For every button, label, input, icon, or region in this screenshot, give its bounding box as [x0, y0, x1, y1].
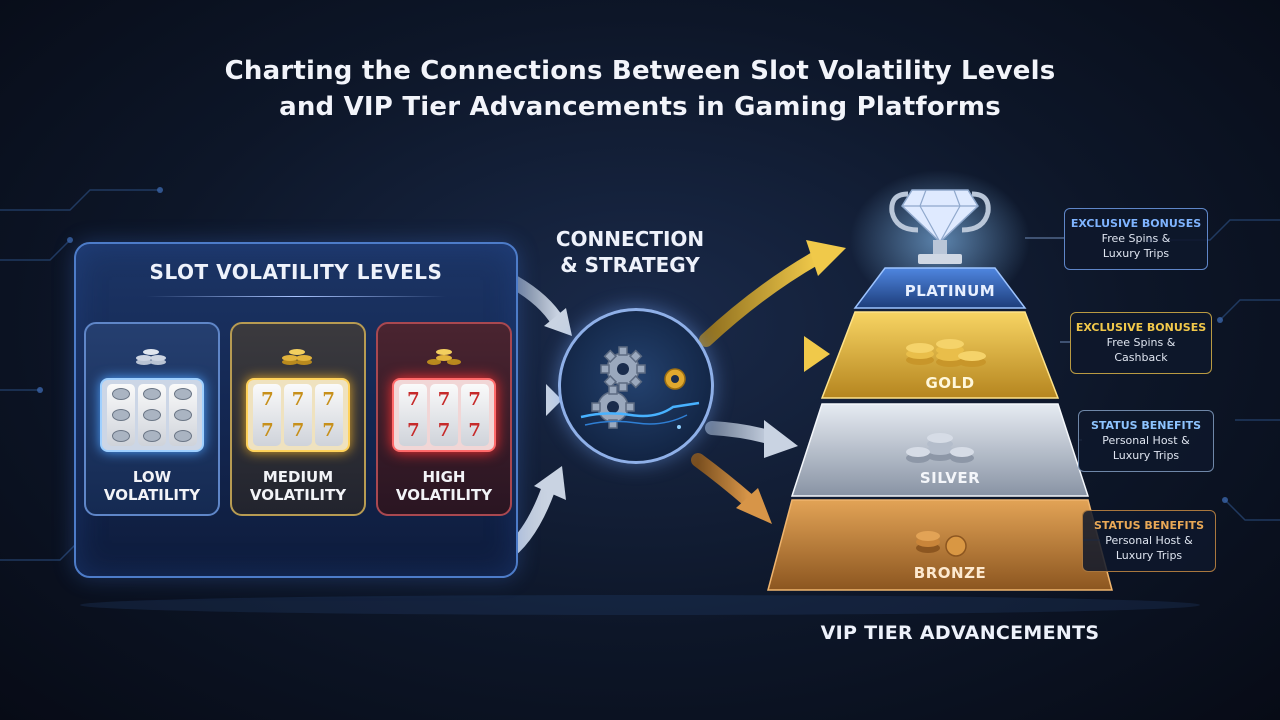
arrow-head-bronze: [736, 488, 772, 524]
vip-pyramid: [767, 170, 1113, 591]
arrow-head-silver: [764, 420, 798, 458]
benefit-line-2: Cashback: [1114, 351, 1168, 364]
volatility-label-line-2: VOLATILITY: [395, 486, 493, 504]
coin-stack-icon: [136, 349, 166, 365]
slot-volatility-title: SLOT VOLATILITY LEVELS: [149, 260, 443, 284]
coin-icon: [173, 429, 192, 442]
gold-coins-icon: [906, 339, 986, 367]
tier-label-platinum: PLATINUM: [904, 282, 996, 300]
benefit-heading: STATUS BENEFITS: [1090, 419, 1202, 432]
coin-icon: [142, 408, 161, 421]
reel: [137, 384, 166, 446]
seven-symbol: 7: [261, 388, 274, 410]
volatility-label-line-2: VOLATILITY: [103, 486, 201, 504]
benefit-heading: EXCLUSIVE BONUSES: [1075, 321, 1207, 334]
arrow-head-platinum: [806, 240, 846, 276]
vip-tier-title: VIP TIER ADVANCEMENTS: [820, 622, 1100, 644]
volatility-label-high: HIGH VOLATILITY: [378, 468, 510, 504]
benefit-line-1: Free Spins &: [1106, 336, 1176, 349]
seven-symbol: 7: [322, 388, 335, 410]
arrow-hub-to-platinum: [699, 251, 823, 347]
seven-symbol: 7: [291, 388, 305, 410]
connection-label-line-1: CONNECTION: [555, 227, 705, 251]
benefit-heading: STATUS BENEFITS: [1093, 519, 1205, 532]
seven-symbol: 7: [437, 419, 451, 441]
seven-symbol: 7: [322, 419, 335, 441]
coin-icon: [112, 388, 131, 401]
volatility-label-line-2: VOLATILITY: [249, 486, 347, 504]
coin-icon: [112, 408, 131, 421]
coin-icon: [173, 388, 192, 401]
arrow-head-bottom: [534, 466, 566, 500]
connection-strategy-label: CONNECTION & STRATEGY: [540, 226, 720, 278]
strategy-hub: [558, 308, 714, 464]
seven-symbol: 7: [261, 419, 274, 441]
diagram-title-line-1: Charting the Connections Between Slot Vo…: [224, 56, 1056, 86]
slot-reels-low: [100, 378, 204, 452]
tier-label-silver: SILVER: [919, 469, 981, 487]
coin-icon: [173, 408, 192, 421]
gears-icon: [580, 346, 700, 429]
benefit-line-2: Luxury Trips: [1102, 247, 1170, 260]
tier-label-bronze: BRONZE: [913, 564, 987, 582]
arrow-head-low: [544, 308, 572, 336]
seven-symbol: 7: [407, 388, 420, 410]
gold-coin-stack-icon: [282, 349, 312, 365]
seven-symbol: 7: [407, 419, 420, 441]
benefit-box-bronze: STATUS BENEFITS Personal Host & Luxury T…: [1082, 510, 1216, 572]
benefit-line-2: Luxury Trips: [1115, 549, 1183, 562]
volatility-label-line-1: MEDIUM: [262, 468, 334, 486]
tier-label-gold: GOLD: [925, 374, 975, 392]
arrow-head-medium: [546, 384, 562, 416]
tier-platinum: [853, 267, 1027, 309]
benefit-box-platinum: EXCLUSIVE BONUSES Free Spins & Luxury Tr…: [1064, 208, 1208, 270]
benefit-heading: EXCLUSIVE BONUSES: [1070, 217, 1202, 230]
coin-icon: [112, 429, 131, 442]
volatility-label-low: LOW VOLATILITY: [86, 468, 218, 504]
trophy-diamond-icon: [889, 189, 991, 264]
arrow-head-gold: [804, 336, 830, 372]
seven-symbol: 7: [437, 388, 451, 410]
diagram-title-line-2: and VIP Tier Advancements in Gaming Plat…: [279, 92, 1001, 122]
bronze-coins-icon: [916, 531, 967, 557]
reel: [107, 384, 136, 446]
seven-symbol: 7: [468, 388, 481, 410]
benefit-line-1: Personal Host &: [1102, 434, 1190, 447]
volatility-label-line-1: HIGH: [422, 468, 466, 486]
benefit-line-1: Personal Host &: [1105, 534, 1193, 547]
tier-gold: [820, 311, 1060, 399]
panel-divider: [146, 296, 446, 297]
seven-symbol: 7: [468, 419, 481, 441]
reel: [168, 384, 197, 446]
tier-silver: [790, 403, 1090, 497]
gold-coin-stack-icon: [427, 349, 461, 365]
silver-coins-icon: [906, 433, 974, 463]
benefit-line-1: Free Spins &: [1101, 232, 1171, 245]
volatility-card-low: LOW VOLATILITY: [84, 322, 220, 516]
benefit-line-2: Luxury Trips: [1112, 449, 1180, 462]
benefit-box-silver: STATUS BENEFITS Personal Host & Luxury T…: [1078, 410, 1214, 472]
coin-icon: [142, 429, 161, 442]
volatility-label-medium: MEDIUM VOLATILITY: [232, 468, 364, 504]
seven-symbol: 7: [291, 419, 305, 441]
connection-label-line-2: & STRATEGY: [560, 253, 700, 277]
tier-bronze: [767, 499, 1113, 591]
arrow-hub-to-bronze: [691, 453, 755, 507]
coin-icon: [142, 388, 161, 401]
volatility-label-line-1: LOW: [132, 468, 172, 486]
benefit-box-gold: EXCLUSIVE BONUSES Free Spins & Cashback: [1070, 312, 1212, 374]
